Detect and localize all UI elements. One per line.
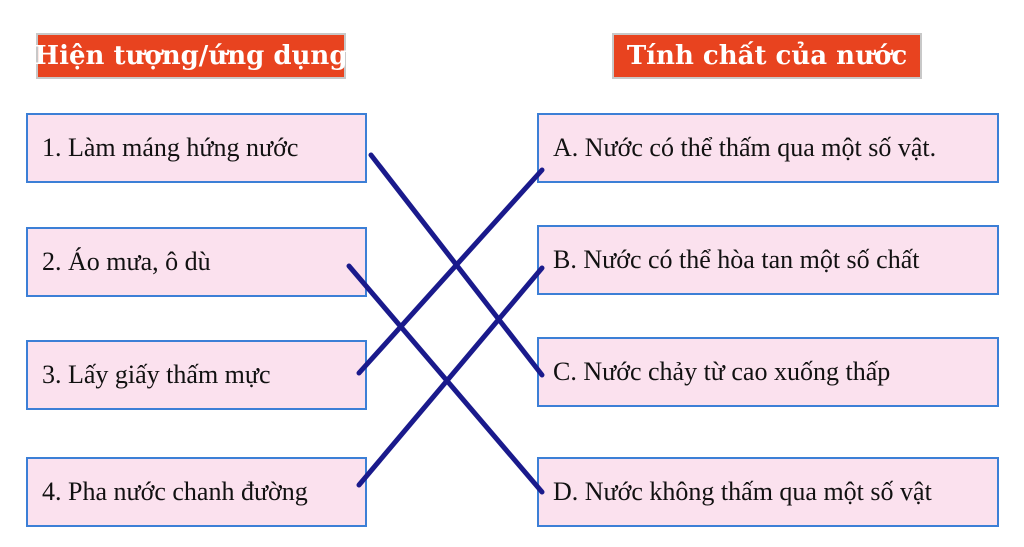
left-column-header: Hiện tượng/ứng dụng [35,33,348,79]
right-item-c: C. Nước chảy từ cao xuống thấp [537,337,999,407]
left-item-2: 2. Áo mưa, ô dù [26,227,367,297]
right-item-a: A. Nước có thể thấm qua một số vật. [537,113,999,183]
left-item-1: 1. Làm máng hứng nước [26,113,367,183]
right-item-b: B. Nước có thể hòa tan một số chất [537,225,999,295]
connector-4-b [356,265,545,488]
left-item-3: 3. Lấy giấy thấm mực [26,340,367,410]
left-item-4: 4. Pha nước chanh đường [26,457,367,527]
connector-3-a [356,167,545,376]
right-item-d: D. Nước không thấm qua một số vật [537,457,999,527]
connector-2-d [346,263,545,495]
right-column-header: Tính chất của nước [612,33,922,79]
connector-1-c [368,152,545,378]
